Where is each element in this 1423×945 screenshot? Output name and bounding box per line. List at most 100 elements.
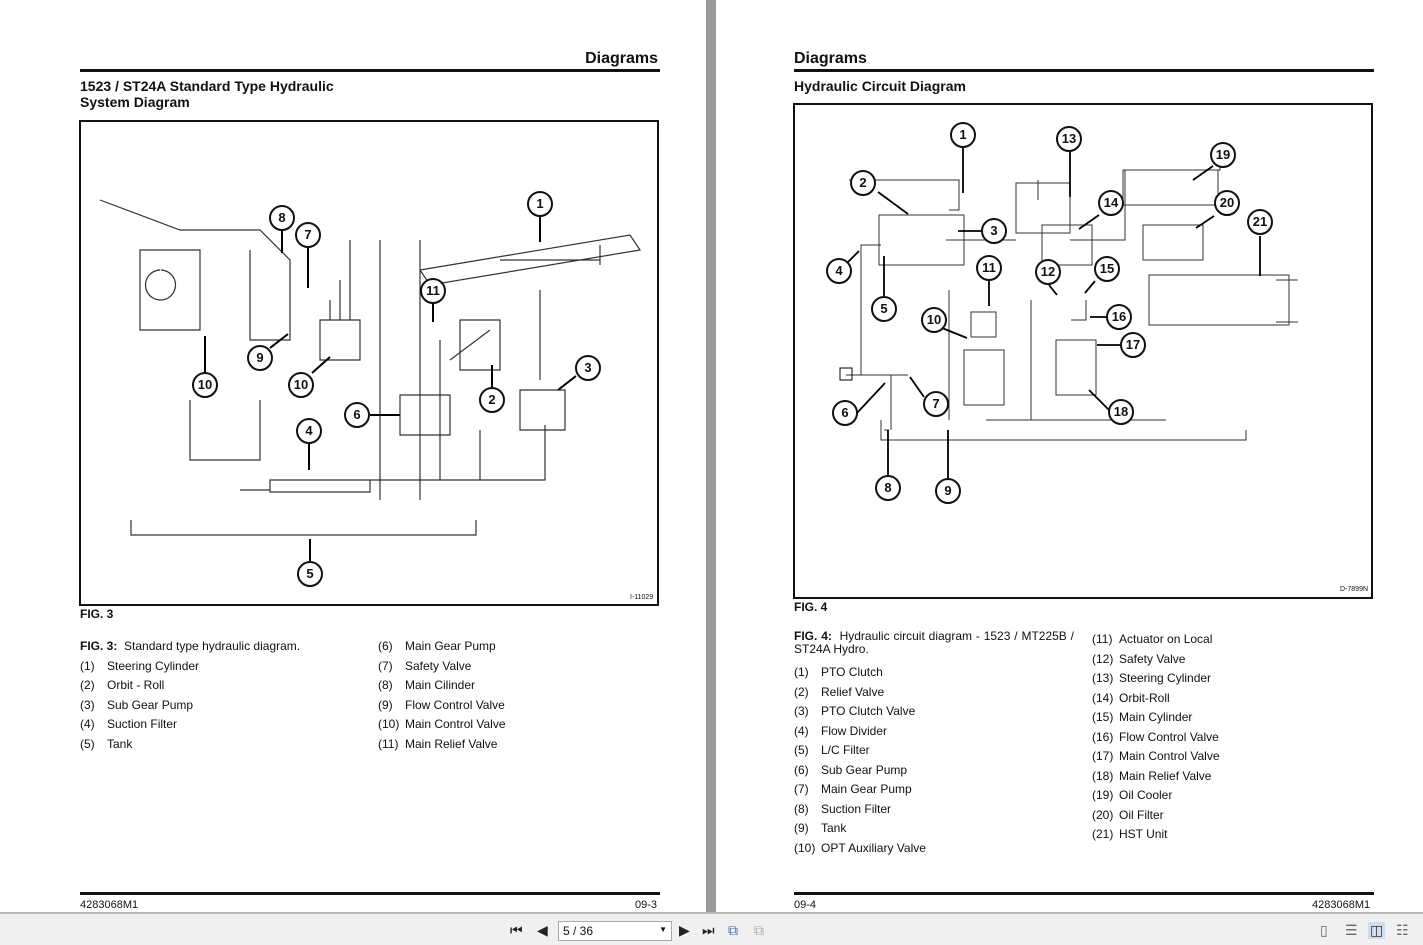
section-title-line2: System Diagram (80, 94, 190, 110)
callout: 8 (875, 475, 901, 501)
legend-item: (20)Oil Filter (1092, 807, 1164, 822)
header-rule (794, 69, 1374, 72)
callout: 7 (295, 222, 321, 248)
legend-item: (17)Main Control Valve (1092, 749, 1220, 763)
circuit-diagram-drawing (838, 148, 1298, 478)
legend-item: (1)Steering Cylinder (80, 658, 200, 673)
callout: 11 (976, 255, 1002, 281)
two-page-icon[interactable]: ◫ (1368, 922, 1386, 939)
legend-item: (5)L/C Filter (794, 743, 870, 757)
figure-label: FIG. 4 (794, 600, 828, 614)
callout: 12 (1035, 259, 1061, 285)
callout: 3 (575, 355, 601, 381)
callout: 20 (1214, 190, 1240, 216)
callout: 11 (420, 278, 446, 304)
legend-item: (15)Main Cylinder (1092, 710, 1193, 724)
callout: 7 (923, 391, 949, 417)
legend-col-2: (6)Main Gear Pump (7)Safety Valve (8)Mai… (378, 637, 506, 754)
legend-item: (3)PTO Clutch Valve (794, 704, 916, 718)
legend-item: (18)Main Relief Valve (1092, 768, 1212, 783)
callout: 4 (296, 418, 322, 444)
legend-item: (14)Orbit-Roll (1092, 690, 1170, 705)
caption-text: Standard type hydraulic diagram. (124, 639, 301, 653)
legend-item: (12)Safety Valve (1092, 651, 1186, 666)
page-number-select[interactable]: 5 / 36▼ (558, 921, 672, 941)
page-header: Diagrams (794, 50, 867, 67)
figure-4-diagram (793, 103, 1373, 599)
legend-item: (3)Sub Gear Pump (80, 697, 194, 712)
legend-item: (10)OPT Auxiliary Valve (794, 840, 926, 855)
prev-page-icon[interactable]: ◀ (537, 922, 548, 938)
legend-item: (7)Safety Valve (378, 658, 472, 673)
page-number-value: 5 / 36 (563, 924, 594, 938)
callout: 13 (1056, 126, 1082, 152)
caption: FIG. 3: Standard type hydraulic diagram. (80, 637, 300, 657)
next-page-icon[interactable]: ▶ (679, 922, 690, 938)
section-title-line1: 1523 / ST24A Standard Type Hydraulic (80, 78, 334, 94)
callout: 2 (479, 387, 505, 413)
callout: 16 (1106, 304, 1132, 330)
footer-rule (80, 892, 660, 895)
callout: 1 (950, 122, 976, 148)
callout: 3 (981, 218, 1007, 244)
legend-item: (1)PTO Clutch (794, 665, 883, 679)
legend-item: (11)Actuator on Local (1092, 632, 1213, 646)
callout: 17 (1120, 332, 1146, 358)
footer-doc-number: 4283068M1 (80, 899, 139, 911)
legend-item: (10)Main Control Valve (378, 717, 506, 731)
legend-item: (2)Relief Valve (794, 684, 885, 699)
page-header: Diagrams (585, 50, 658, 67)
callout: 8 (269, 205, 295, 231)
history-forward-icon[interactable]: ⧉ (754, 922, 764, 938)
legend-item: (21)HST Unit (1092, 827, 1168, 841)
last-page-icon[interactable]: ⏭ (702, 922, 715, 938)
system-diagram-drawing (99, 199, 642, 561)
page-gutter (706, 0, 716, 912)
legend-col-1: FIG. 3: Standard type hydraulic diagram.… (80, 637, 300, 754)
legend-item: (9)Flow Control Valve (378, 697, 505, 712)
callout: 5 (297, 561, 323, 587)
legend-col-2: (11)Actuator on Local (12)Safety Valve (… (1092, 630, 1220, 845)
callout: 1 (527, 191, 553, 217)
figure-3-diagram (79, 120, 659, 606)
legend-item: (6)Sub Gear Pump (794, 762, 908, 777)
caption: FIG. 4: Hydraulic circuit diagram - 1523… (794, 630, 1074, 656)
callout: 19 (1210, 142, 1236, 168)
callout: 4 (826, 258, 852, 284)
callout: 9 (935, 478, 961, 504)
legend-item: (9)Tank (794, 821, 847, 835)
legend-col-1: FIG. 4: Hydraulic circuit diagram - 1523… (794, 630, 1074, 858)
left-page: Diagrams 1523 / ST24A Standard Type Hydr… (0, 0, 706, 912)
legend-item: (4)Flow Divider (794, 723, 888, 738)
callout: 2 (850, 170, 876, 196)
footer-doc-number: 4283068M1 (1312, 899, 1371, 911)
caption-label: FIG. 4: (794, 629, 832, 643)
callout: 9 (247, 345, 273, 371)
callout: 6 (832, 400, 858, 426)
figure-id: D-7899N (1340, 586, 1369, 593)
history-back-icon[interactable]: ⧉ (728, 922, 738, 938)
first-page-icon[interactable]: ⏮ (510, 922, 523, 938)
callout: 10 (288, 372, 314, 398)
callout: 18 (1108, 399, 1134, 425)
section-title: Hydraulic Circuit Diagram (794, 78, 966, 94)
viewer-toolbar: ⏮ ◀ 5 / 36▼ ▶ ⏭ ⧉ ⧉ ▯ ☰ ◫ ☷ (0, 912, 1423, 945)
footer-rule (794, 892, 1374, 895)
caption-label: FIG. 3: (80, 639, 118, 653)
legend-item: (13)Steering Cylinder (1092, 671, 1212, 685)
footer-page-number: 09-4 (794, 899, 817, 911)
single-page-icon[interactable]: ▯ (1320, 922, 1328, 938)
legend-item: (2)Orbit - Roll (80, 678, 165, 692)
callout: 6 (344, 402, 370, 428)
continuous-icon[interactable]: ☰ (1345, 922, 1358, 938)
callout: 14 (1098, 190, 1124, 216)
caption-text: Hydraulic circuit diagram - 1523 / MT225… (794, 629, 1074, 656)
legend-item: (8)Suction Filter (794, 801, 892, 816)
figure-id: I-11029 (630, 594, 654, 601)
legend-item: (5)Tank (80, 736, 133, 751)
figure-label: FIG. 3 (80, 607, 114, 621)
legend-item: (8)Main Cilinder (378, 678, 476, 692)
footer-page-number: 09-3 (635, 899, 658, 911)
two-page-continuous-icon[interactable]: ☷ (1396, 922, 1409, 938)
callout: 15 (1094, 256, 1120, 282)
